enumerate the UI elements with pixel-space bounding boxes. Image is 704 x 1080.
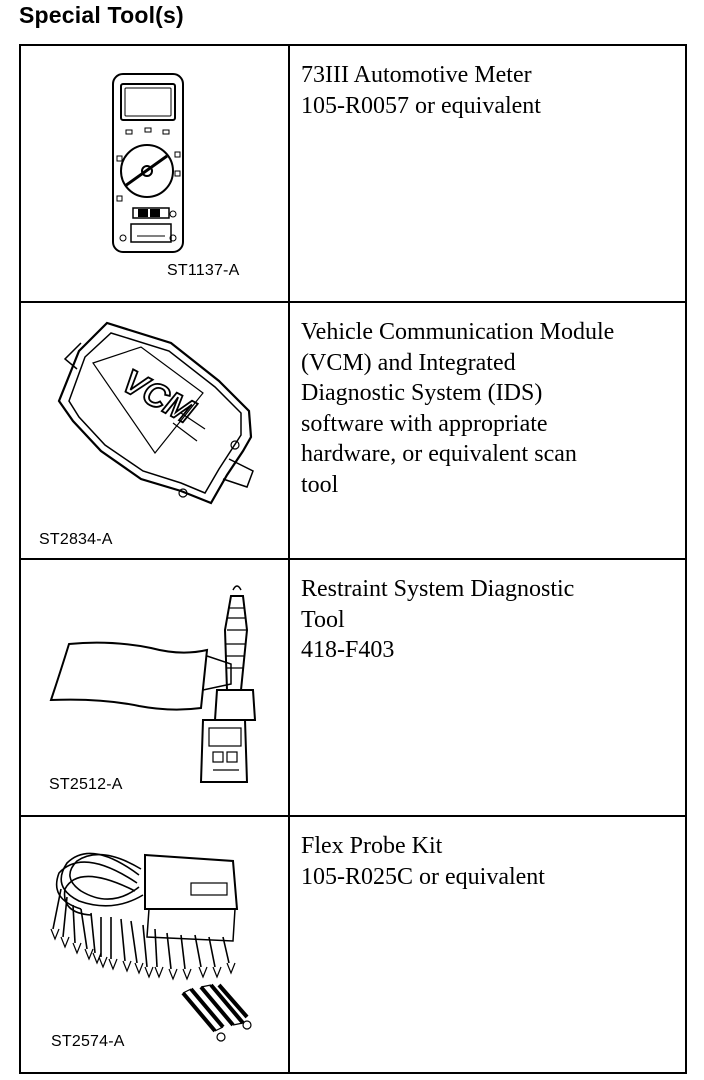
tool-description-cell: Flex Probe Kit 105-R025C or equivalent <box>288 815 687 1074</box>
table-row: VCM ST2834-A Vehicle Communication Modul… <box>19 301 687 560</box>
tool-description-line: Vehicle Communication Module <box>301 319 615 345</box>
table-row: ST2512-A Restraint System Diagnostic Too… <box>19 558 687 817</box>
tool-description-line: Flex Probe Kit <box>301 833 443 859</box>
tool-illustration-cell: ST1137-A <box>19 44 290 303</box>
tool-description-line: Restraint System Diagnostic <box>301 576 575 602</box>
tool-code: ST1137-A <box>167 262 240 279</box>
tool-description-line: (VCM) and Integrated <box>301 349 516 376</box>
flex-probe-kit-icon <box>50 852 252 1042</box>
tool-description-line: 105-R025C or equivalent <box>301 863 545 890</box>
special-tools-table: ST1137-A 73III Automotive Meter 105-R005… <box>19 44 687 1074</box>
restraint-diagnostic-tool-icon <box>49 585 257 783</box>
table-row: ST2574-A Flex Probe Kit 105-R025C or equ… <box>19 815 687 1074</box>
tool-code: ST2574-A <box>51 1033 125 1050</box>
tool-description-line: tool <box>301 471 339 498</box>
tool-illustration-cell: VCM ST2834-A <box>19 301 290 560</box>
tool-description-line: 105-R0057 or equivalent <box>301 92 541 119</box>
tool-description-line: Tool <box>301 606 345 633</box>
tool-description-line: hardware, or equivalent scan <box>301 441 577 467</box>
tool-description-cell: Vehicle Communication Module (VCM) and I… <box>288 301 687 560</box>
vcm-module-icon: VCM <box>57 321 254 505</box>
tool-illustration-cell: ST2574-A <box>19 815 290 1074</box>
tool-description-line: 73III Automotive Meter <box>301 62 532 88</box>
svg-text:VCM: VCM <box>116 362 201 431</box>
tool-description-cell: Restraint System Diagnostic Tool 418-F40… <box>288 558 687 817</box>
tool-code: ST2834-A <box>39 531 113 548</box>
tool-description-line: 418-F403 <box>301 637 395 663</box>
tool-illustration-cell: ST2512-A <box>19 558 290 817</box>
tool-description-line: Diagnostic System (IDS) <box>301 380 543 406</box>
table-row: ST1137-A 73III Automotive Meter 105-R005… <box>19 44 687 303</box>
multimeter-icon <box>112 73 184 253</box>
page-title: Special Tool(s) <box>19 2 184 28</box>
tool-description-line: software with appropriate <box>301 410 548 437</box>
tool-description-cell: 73III Automotive Meter 105-R0057 or equi… <box>288 44 687 303</box>
tool-code: ST2512-A <box>49 776 123 793</box>
